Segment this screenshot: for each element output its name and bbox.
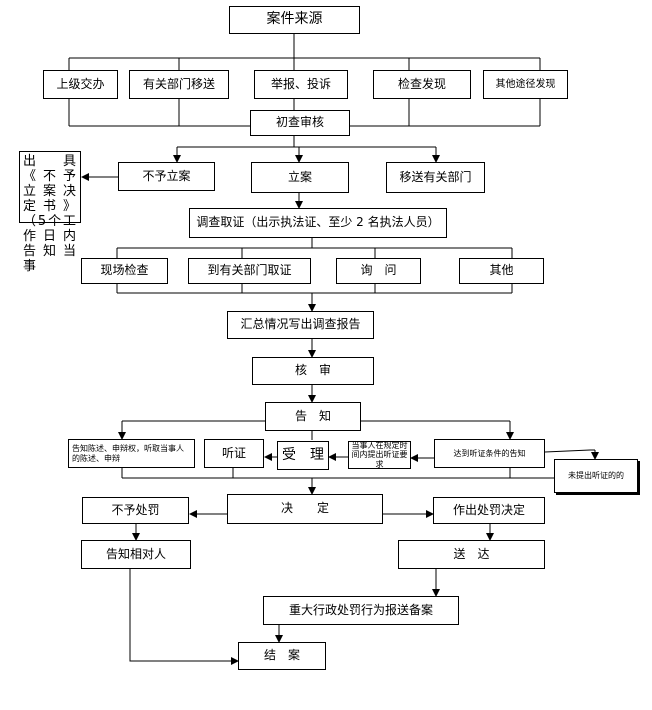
node-report-filing: 重大行政处罚行为报送备案: [263, 596, 459, 625]
node-inv-dept-evidence: 到有关部门取证: [188, 258, 311, 284]
node-inv-site-inspection: 现场检查: [81, 258, 168, 284]
node-hearing-notice: 达到听证条件的告知: [434, 439, 545, 468]
node-case-source: 案件来源: [229, 6, 360, 34]
node-not-filed-notice: 出具《不予立案决定书》（5个工作日内告知当事: [19, 151, 81, 274]
node-source-superior: 上级交办: [43, 70, 118, 99]
node-source-inspection: 检查发现: [373, 70, 471, 99]
node-penalty-decision: 作出处罚决定: [433, 497, 545, 524]
node-not-filed: 不予立案: [118, 162, 215, 191]
node-deliver: 送 达: [398, 540, 545, 569]
node-inv-other: 其他: [459, 258, 544, 284]
node-decision: 决 定: [227, 494, 383, 524]
node-inform: 告 知: [265, 402, 361, 431]
node-close-case: 结 案: [238, 642, 326, 670]
node-source-dept-transfer: 有关部门移送: [129, 70, 229, 99]
node-notify-party: 告知相对人: [81, 540, 191, 569]
node-source-other: 其他途径发现: [483, 70, 568, 99]
node-summary-report: 汇总情况写出调查报告: [227, 311, 374, 339]
node-no-penalty: 不予处罚: [82, 497, 189, 524]
node-no-hearing: 未提出听证的的: [554, 459, 638, 493]
node-hearing-request: 当事人在规定时间内提出听证要求: [348, 441, 411, 469]
node-accept: 受 理: [277, 441, 329, 470]
node-filed: 立案: [251, 162, 349, 193]
node-check: 核 审: [252, 357, 374, 385]
node-inv-inquiry: 询 问: [336, 258, 421, 284]
node-investigation: 调查取证（出示执法证、至少 2 名执法人员）: [189, 208, 447, 238]
node-source-report: 举报、投诉: [254, 70, 348, 99]
node-transfer-dept: 移送有关部门: [386, 162, 485, 193]
node-initial-review: 初查审核: [250, 110, 350, 136]
node-inform-rights: 告知陈述、申辩权，听取当事人的陈述、申辩: [68, 439, 195, 468]
node-hearing: 听证: [204, 439, 264, 468]
